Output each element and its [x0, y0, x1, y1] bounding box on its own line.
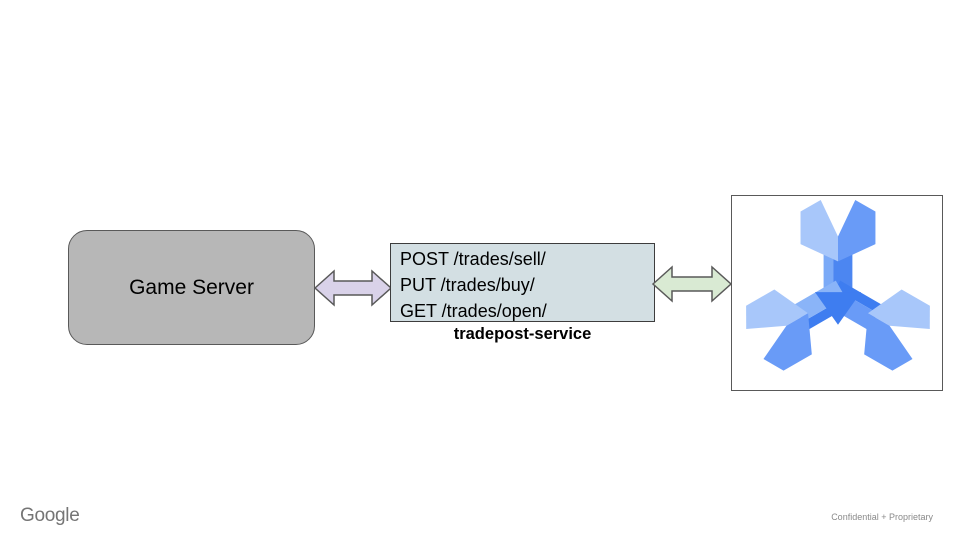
- tradepost-service-caption: tradepost-service: [453, 325, 592, 343]
- game-server-node: Game Server: [68, 230, 315, 345]
- cloud-spanner-node: [731, 195, 943, 391]
- tradepost-service-node: POST /trades/sell/ PUT /trades/buy/ GET …: [390, 243, 655, 322]
- cloud-spanner-icon: [746, 199, 930, 371]
- endpoint-line: PUT /trades/buy/: [400, 275, 535, 295]
- double-arrow-icon: [314, 269, 392, 307]
- game-server-label: Game Server: [129, 275, 254, 299]
- google-logo: Google: [20, 505, 80, 526]
- confidential-label: Confidential + Proprietary: [831, 512, 933, 522]
- endpoint-line: POST /trades/sell/: [400, 249, 546, 269]
- double-arrow-icon: [652, 265, 732, 303]
- endpoint-line: GET /trades/open/: [400, 301, 547, 321]
